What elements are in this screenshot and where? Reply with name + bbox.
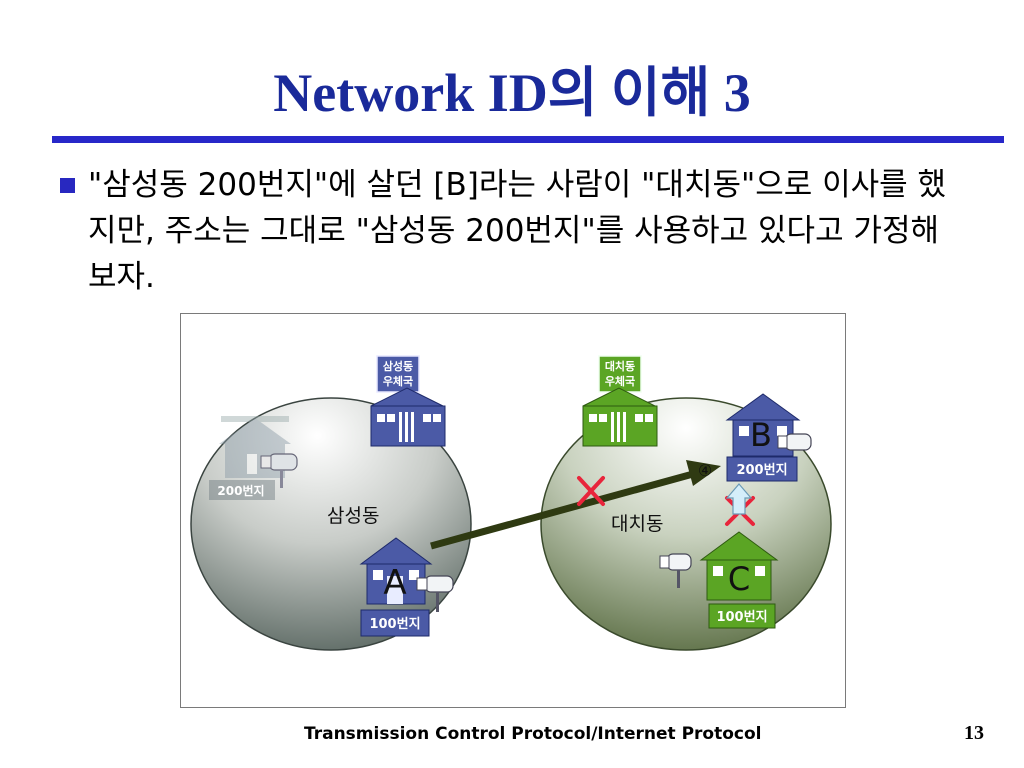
house-a-letter: A	[383, 563, 406, 603]
samseong-post-office-icon	[370, 355, 446, 447]
house-a-mailbox-icon	[416, 575, 454, 612]
house-c-address: 100번지	[716, 610, 767, 625]
faded-house-icon	[209, 416, 291, 500]
move-up-arrow-icon	[725, 483, 753, 515]
house-c-mailbox-icon	[659, 553, 692, 588]
left-region-label: 삼성동	[327, 505, 379, 527]
left-post-office-line2: 우체국	[383, 374, 413, 388]
page-number: 13	[964, 722, 984, 744]
bullet-square-icon	[60, 178, 75, 193]
house-b-letter: B	[750, 416, 772, 454]
footer-text: Transmission Control Protocol/Internet P…	[304, 724, 762, 744]
delivery-arrowhead	[686, 460, 721, 486]
bullet-text: "삼성동 200번지"에 살던 [B]라는 사람이 "대치동"으로 이사를 했지…	[88, 167, 947, 295]
house-a-icon	[359, 537, 433, 637]
left-post-office-line1: 삼성동	[383, 359, 413, 373]
faded-mailbox-icon	[260, 453, 298, 488]
step-marker: ④	[698, 461, 712, 480]
house-b-address: 200번지	[736, 463, 787, 478]
house-b-mailbox-icon	[777, 433, 812, 451]
network-diagram: 삼성동 대치동 삼성동 우체국 대치동 우체국	[180, 313, 846, 708]
house-a-address: 100번지	[369, 617, 420, 632]
house-b-icon	[725, 393, 801, 482]
right-region-label: 대치동	[611, 513, 663, 535]
faded-house-address: 200번지	[217, 483, 264, 498]
house-c-icon	[699, 531, 779, 629]
house-c-letter: C	[728, 560, 750, 598]
title-divider	[52, 136, 1004, 143]
right-post-office-line2: 우체국	[605, 374, 635, 388]
slide-title: Network ID의 이해 3	[273, 63, 751, 123]
blocked-route-cross-icon	[577, 476, 605, 506]
daechi-post-office-icon	[582, 355, 658, 447]
delivery-arrow	[430, 470, 694, 550]
right-post-office-line1: 대치동	[605, 359, 635, 373]
diagram-canvas: 삼성동 대치동 삼성동 우체국 대치동 우체국	[190, 355, 832, 651]
